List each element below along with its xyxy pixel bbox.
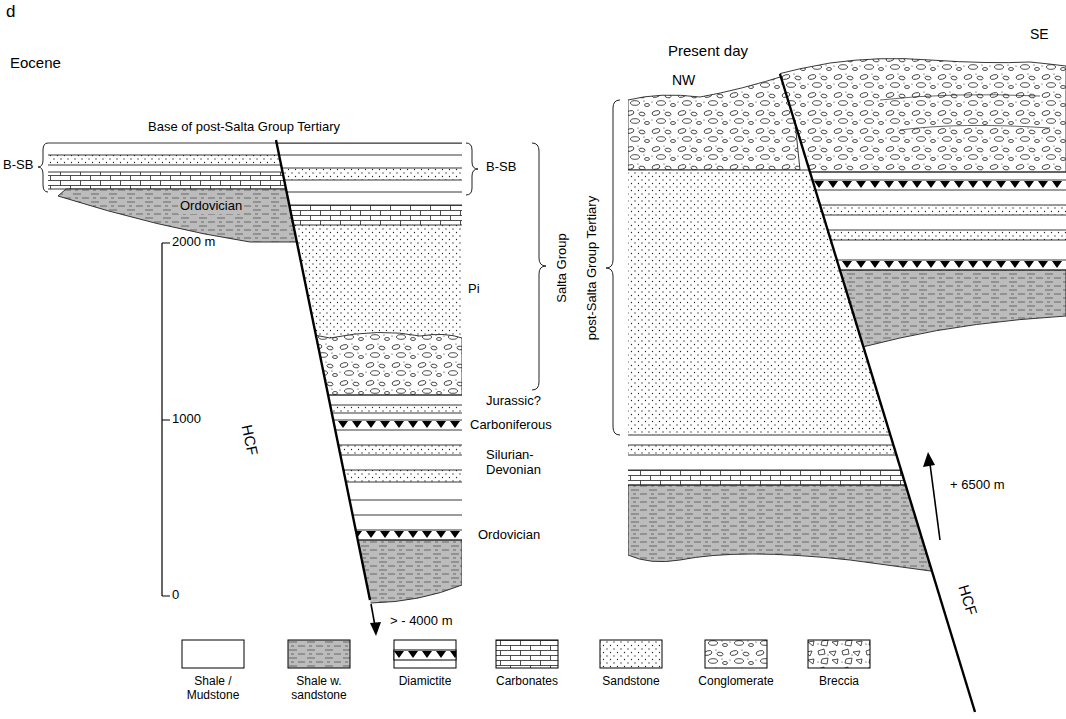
period-title: Present day — [668, 42, 748, 59]
fault-label: HCF — [238, 423, 261, 457]
panel-letter: d — [6, 2, 15, 22]
bracket — [38, 100, 620, 435]
scale-bar — [162, 243, 170, 596]
hanging-wall-block — [770, 59, 1066, 350]
displacement-label: + 6500 m — [950, 478, 1005, 493]
unit-label: Jurassic? — [486, 394, 541, 409]
legend-label: Shale / Mudstone — [171, 674, 255, 703]
unit-label: Ordovician — [178, 199, 244, 214]
legend-label: Conglomerate — [694, 674, 778, 688]
unit-label: B-SB — [3, 158, 33, 173]
legend-label: Breccia — [797, 674, 881, 688]
unit-label: Ordovician — [478, 528, 540, 543]
displacement-arrow — [370, 452, 940, 636]
legend-label: Diamictite — [383, 674, 467, 688]
fault-label: HCF — [955, 583, 981, 618]
horizon-label: Base of post-Salta Group Tertiary — [148, 120, 340, 135]
legend-label: Sandstone — [589, 674, 673, 688]
legend-label: Shale w. sandstone — [277, 674, 361, 703]
scale-label: 1000 — [172, 412, 201, 427]
footwall-block — [48, 143, 310, 242]
group-label: Salta Group — [555, 233, 570, 302]
fault-line — [276, 140, 370, 600]
direction-label: SE — [1030, 26, 1049, 42]
period-title: Eocene — [10, 54, 61, 71]
scale-label: 0 — [172, 588, 179, 603]
unit-label: Silurian- Devonian — [486, 448, 558, 478]
legend-swatch — [182, 640, 870, 668]
unit-label: Carboniferous — [470, 418, 552, 433]
hanging-wall-block — [270, 143, 462, 603]
unit-label: B-SB — [486, 160, 516, 175]
group-label: post-Salta Group Tertiary — [585, 196, 600, 340]
unit-label: Pi — [468, 282, 480, 297]
fault-line — [780, 74, 975, 712]
legend-label: Carbonates — [485, 674, 569, 688]
direction-label: NW — [672, 72, 695, 88]
displacement-label: > - 4000 m — [390, 614, 453, 629]
scale-label: 2000 m — [172, 235, 215, 250]
